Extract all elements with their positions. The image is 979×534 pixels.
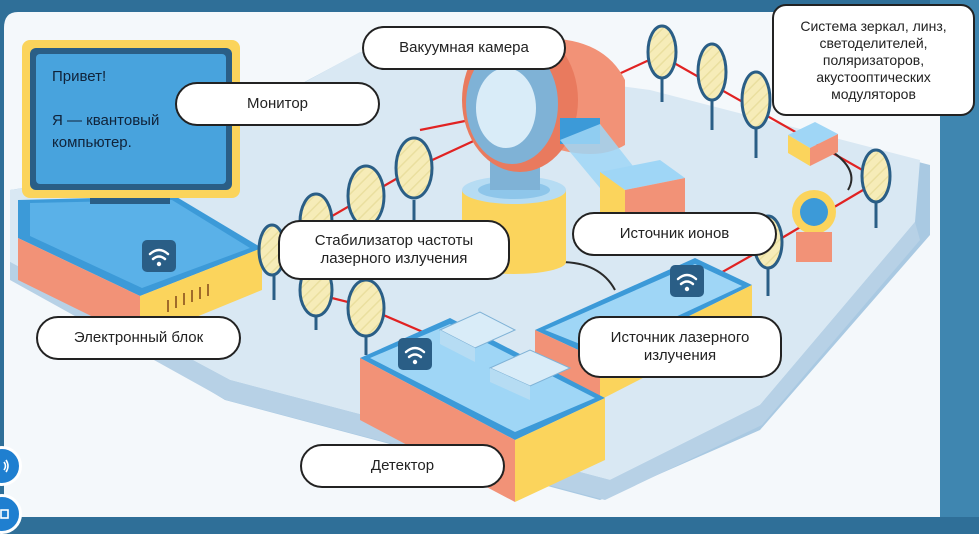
label-laser-source: Источник лазерного излучения bbox=[578, 316, 782, 378]
electronic-unit bbox=[18, 196, 262, 340]
label-detector: Детектор bbox=[300, 444, 505, 488]
label-monitor: Монитор bbox=[175, 82, 380, 126]
label-frequency-stabilizer: Стабилизатор частоты лазерного излучения bbox=[278, 220, 510, 280]
speaker-icon bbox=[3, 459, 9, 473]
label-electronic-unit: Электронный блок bbox=[36, 316, 241, 360]
monitor-greeting: Привет! bbox=[52, 68, 107, 85]
monitor bbox=[22, 40, 240, 204]
optics-devices bbox=[788, 122, 838, 262]
label-ion-source: Источник ионов bbox=[572, 212, 777, 256]
label-optics-system: Система зеркал, линз, светоделителей, по… bbox=[772, 4, 975, 116]
square-icon bbox=[0, 509, 9, 519]
monitor-screen-text: Привет! Я — квантовый компьютер. bbox=[52, 66, 212, 154]
monitor-message: Я — квантовый компьютер. bbox=[52, 112, 160, 151]
label-vacuum-chamber: Вакуумная камера bbox=[362, 26, 566, 70]
